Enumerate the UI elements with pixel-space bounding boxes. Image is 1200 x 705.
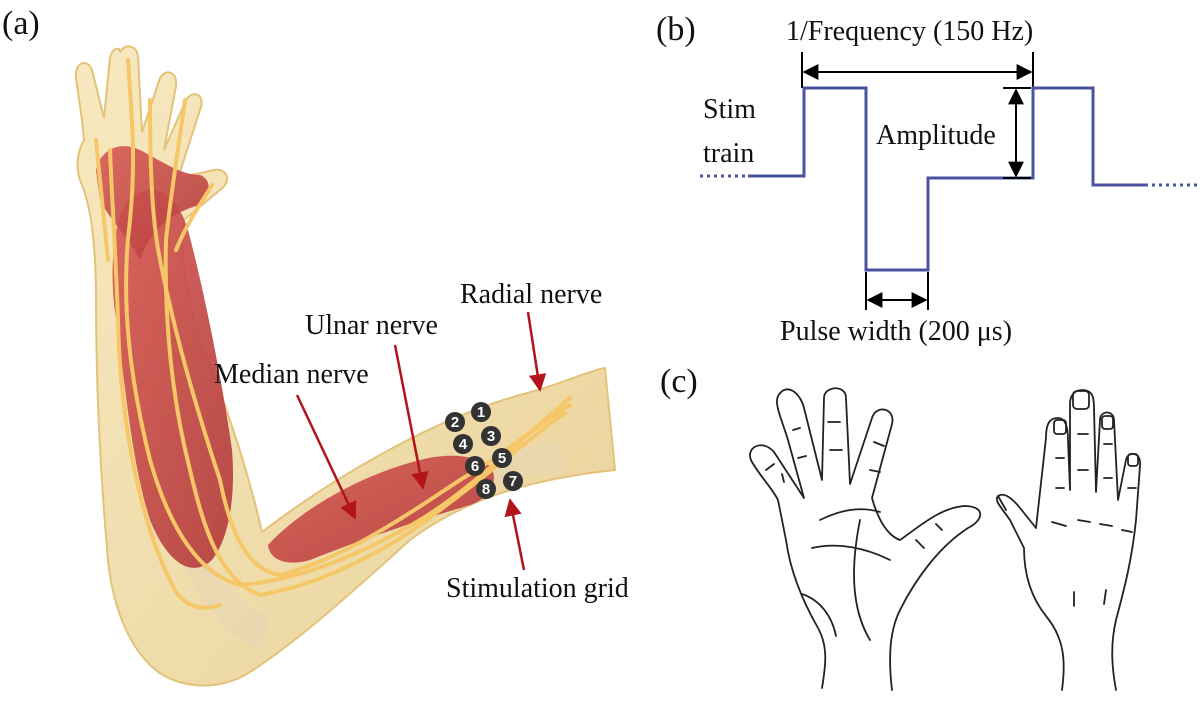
electrode-4: 4 [453,434,473,454]
amplitude-label: Amplitude [876,120,996,151]
svg-text:4: 4 [459,436,468,453]
radial-nerve-label: Radial nerve [460,279,602,310]
panel-c: (c) [660,363,1141,691]
stim-label-line1: Stim [703,94,756,125]
stimulation-grid-label: Stimulation grid [446,573,629,604]
frequency-label: 1/Frequency (150 Hz) [786,16,1033,47]
panel-b-label: (b) [656,11,696,48]
svg-text:3: 3 [487,428,495,445]
back-hand-drawing [995,389,1141,691]
electrode-6: 6 [465,456,485,476]
nerves [94,58,572,610]
open-hand-drawing [749,387,982,691]
panel-b: (b) 1/Frequency (150 Hz) Stim train Ampl… [656,11,1198,347]
panel-a: (a) 1 2 3 4 5 6 7 8 [2,5,629,687]
panel-a-label: (a) [2,5,40,42]
svg-text:5: 5 [498,450,506,467]
svg-text:1: 1 [477,404,485,421]
electrode-7: 7 [503,471,523,491]
panel-c-label: (c) [660,363,698,400]
radial-nerve-arrow [526,311,547,392]
stim-label-line2: train [703,138,754,169]
svg-text:7: 7 [509,473,517,490]
electrode-2: 2 [445,412,465,432]
stimulation-grid: 1 2 3 4 5 6 7 8 [445,402,523,499]
bone-hint [180,444,565,650]
svg-text:8: 8 [482,481,490,498]
electrode-5: 5 [492,448,512,468]
median-nerve-label: Median nerve [214,359,369,390]
electrode-1: 1 [471,402,491,422]
pulse-width-label: Pulse width (200 μs) [780,316,1012,347]
svg-text:2: 2 [451,414,459,431]
ulnar-nerve-label: Ulnar nerve [305,310,438,341]
ulnar-nerve-arrow [393,344,429,490]
biceps-muscle [268,455,494,563]
waveform [748,86,1145,272]
median-nerve-arrow [295,394,357,520]
electrode-8: 8 [476,479,496,499]
stimulation-grid-arrow [504,498,526,571]
svg-text:6: 6 [471,458,479,475]
electrode-3: 3 [481,426,501,446]
